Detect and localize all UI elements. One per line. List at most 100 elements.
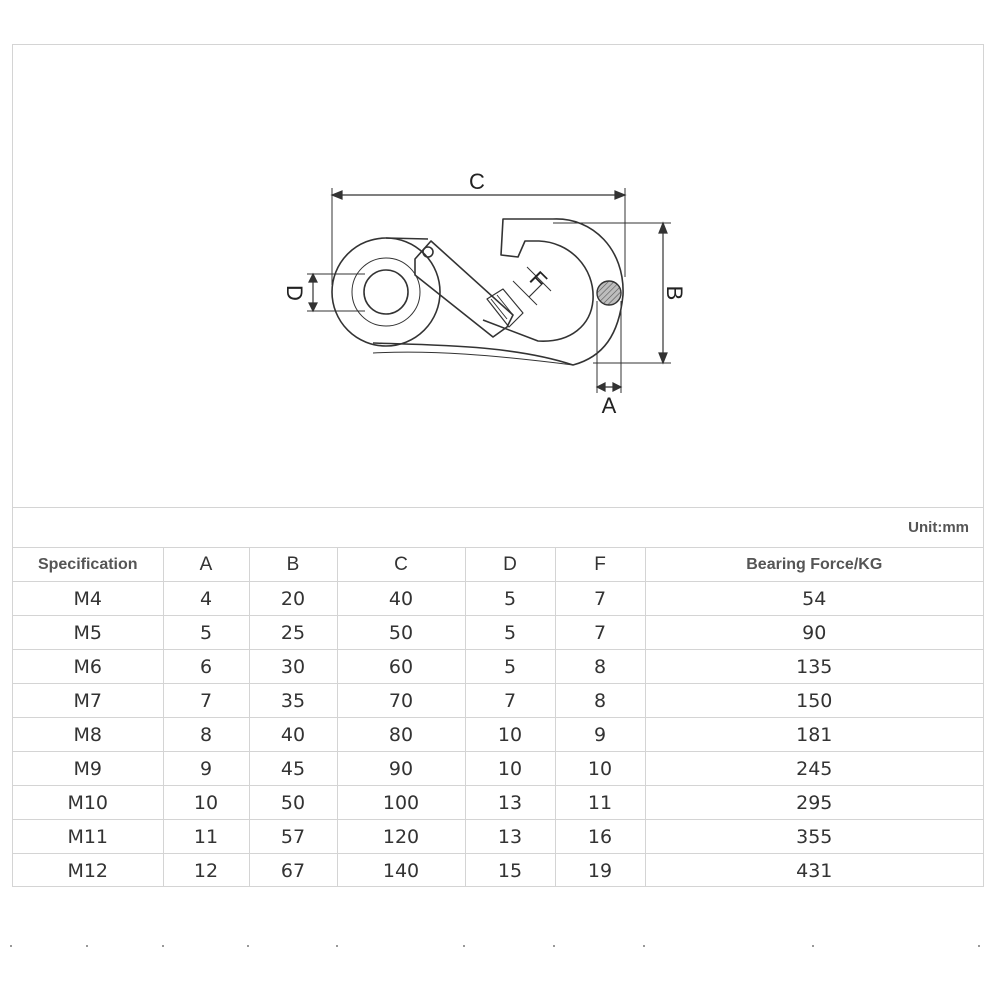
table-cell: 19 [555, 853, 646, 887]
table-cell: 140 [337, 853, 466, 887]
table-cell: 355 [645, 819, 983, 854]
table-cell: M5 [13, 615, 164, 650]
table-cell: 7 [465, 683, 556, 718]
dim-f-ext-2 [512, 280, 538, 306]
eye-hole [363, 269, 409, 315]
specification-table: Specification A B C D F Bearing Force/KG… [13, 548, 983, 887]
table-cell: 150 [645, 683, 983, 718]
dim-d-arrow-bottom [308, 302, 318, 313]
header-b: B [249, 548, 338, 582]
table-cell: 120 [337, 819, 466, 854]
table-cell: 11 [163, 819, 250, 854]
bottom-dotted-rule [10, 945, 980, 947]
table-cell: 90 [645, 615, 983, 650]
hook-lower-edge [372, 351, 574, 366]
table-cell: 70 [337, 683, 466, 718]
hook-body-outline [372, 218, 624, 366]
table-cell: 5 [465, 581, 556, 616]
table-cell: 12 [163, 853, 250, 887]
table-cell: 35 [249, 683, 338, 718]
dim-label-b: B [662, 286, 687, 301]
dim-label-f: F [525, 266, 552, 293]
table-cell: M8 [13, 717, 164, 752]
table-cell: 80 [337, 717, 466, 752]
table-cell: 10 [555, 751, 646, 786]
table-cell: M9 [13, 751, 164, 786]
table-cell: 245 [645, 751, 983, 786]
table-cell: 40 [249, 717, 338, 752]
dim-d-arrow-top [308, 272, 318, 283]
table-cell: 295 [645, 785, 983, 820]
table-cell: 9 [555, 717, 646, 752]
dim-c-arrow-right [614, 190, 627, 200]
table-cell: 7 [555, 581, 646, 616]
table-cell: 40 [337, 581, 466, 616]
table-cell: 6 [163, 649, 250, 684]
unit-row: Unit:mm [13, 507, 983, 548]
table-cell: 431 [796, 859, 833, 882]
header-c: C [337, 548, 466, 582]
table-cell: 16 [555, 819, 646, 854]
table-cell: M12 [13, 853, 164, 887]
dim-c-arrow-left [330, 190, 343, 200]
header-f: F [555, 548, 646, 582]
spec-sheet-frame: C B D A F Unit:mm Specification A B C D … [12, 44, 984, 887]
table-header-row: Specification A B C D F Bearing Force/KG [13, 548, 983, 582]
table-cell: 54 [645, 581, 983, 616]
hook-top-edge [385, 237, 429, 240]
snap-hook-drawing: C B D A F [282, 169, 687, 418]
dim-b-arrow-bottom [658, 352, 668, 365]
table-cell: M7 [13, 683, 164, 718]
header-a: A [163, 548, 250, 582]
dim-a-arrow-right [612, 382, 623, 392]
dim-label-a: A [602, 393, 617, 418]
table-cell: 90 [337, 751, 466, 786]
dim-a-arrow-left [595, 382, 606, 392]
table-cell: M11 [13, 819, 164, 854]
eye-inner-ring [351, 257, 421, 327]
header-specification: Specification [13, 548, 164, 582]
table-cell: 8 [555, 683, 646, 718]
dim-label-c: C [469, 169, 485, 194]
table-cell: 11 [555, 785, 646, 820]
table-cell: 135 [645, 649, 983, 684]
table-cell: 10 [465, 717, 556, 752]
gate-pivot-pin [422, 246, 434, 258]
table-cell: 5 [163, 615, 250, 650]
table-cell: 25 [249, 615, 338, 650]
unit-label: Unit:mm [908, 519, 969, 536]
table-cell: 8 [555, 649, 646, 684]
table-cell: M10 [13, 785, 164, 820]
table-cell: 181 [645, 717, 983, 752]
gate-latch [486, 288, 524, 328]
table-cell: 15 [465, 853, 556, 887]
table-cell: 30 [249, 649, 338, 684]
table-cell: 60 [337, 649, 466, 684]
table-cell: M4 [13, 581, 164, 616]
table-cell: 67 [249, 853, 338, 887]
table-cell: 100 [337, 785, 466, 820]
table-cell: 13 [465, 785, 556, 820]
table-cell: 50 [249, 785, 338, 820]
dim-b-arrow-top [658, 221, 668, 234]
table-cell: 5 [465, 615, 556, 650]
table-cell: 5 [465, 649, 556, 684]
table-cell: 10 [163, 785, 250, 820]
table-cell: 10 [465, 751, 556, 786]
table-cell: 7 [163, 683, 250, 718]
table-cell: 13 [465, 819, 556, 854]
table-cell: 9 [163, 751, 250, 786]
header-d: D [465, 548, 556, 582]
snap-hook-diagram: C B D A F [13, 45, 983, 508]
spring-gate [414, 240, 514, 338]
table-cell: 45 [249, 751, 338, 786]
table-cell: 50 [337, 615, 466, 650]
table-cell: 57 [249, 819, 338, 854]
dim-label-d: D [282, 285, 307, 301]
